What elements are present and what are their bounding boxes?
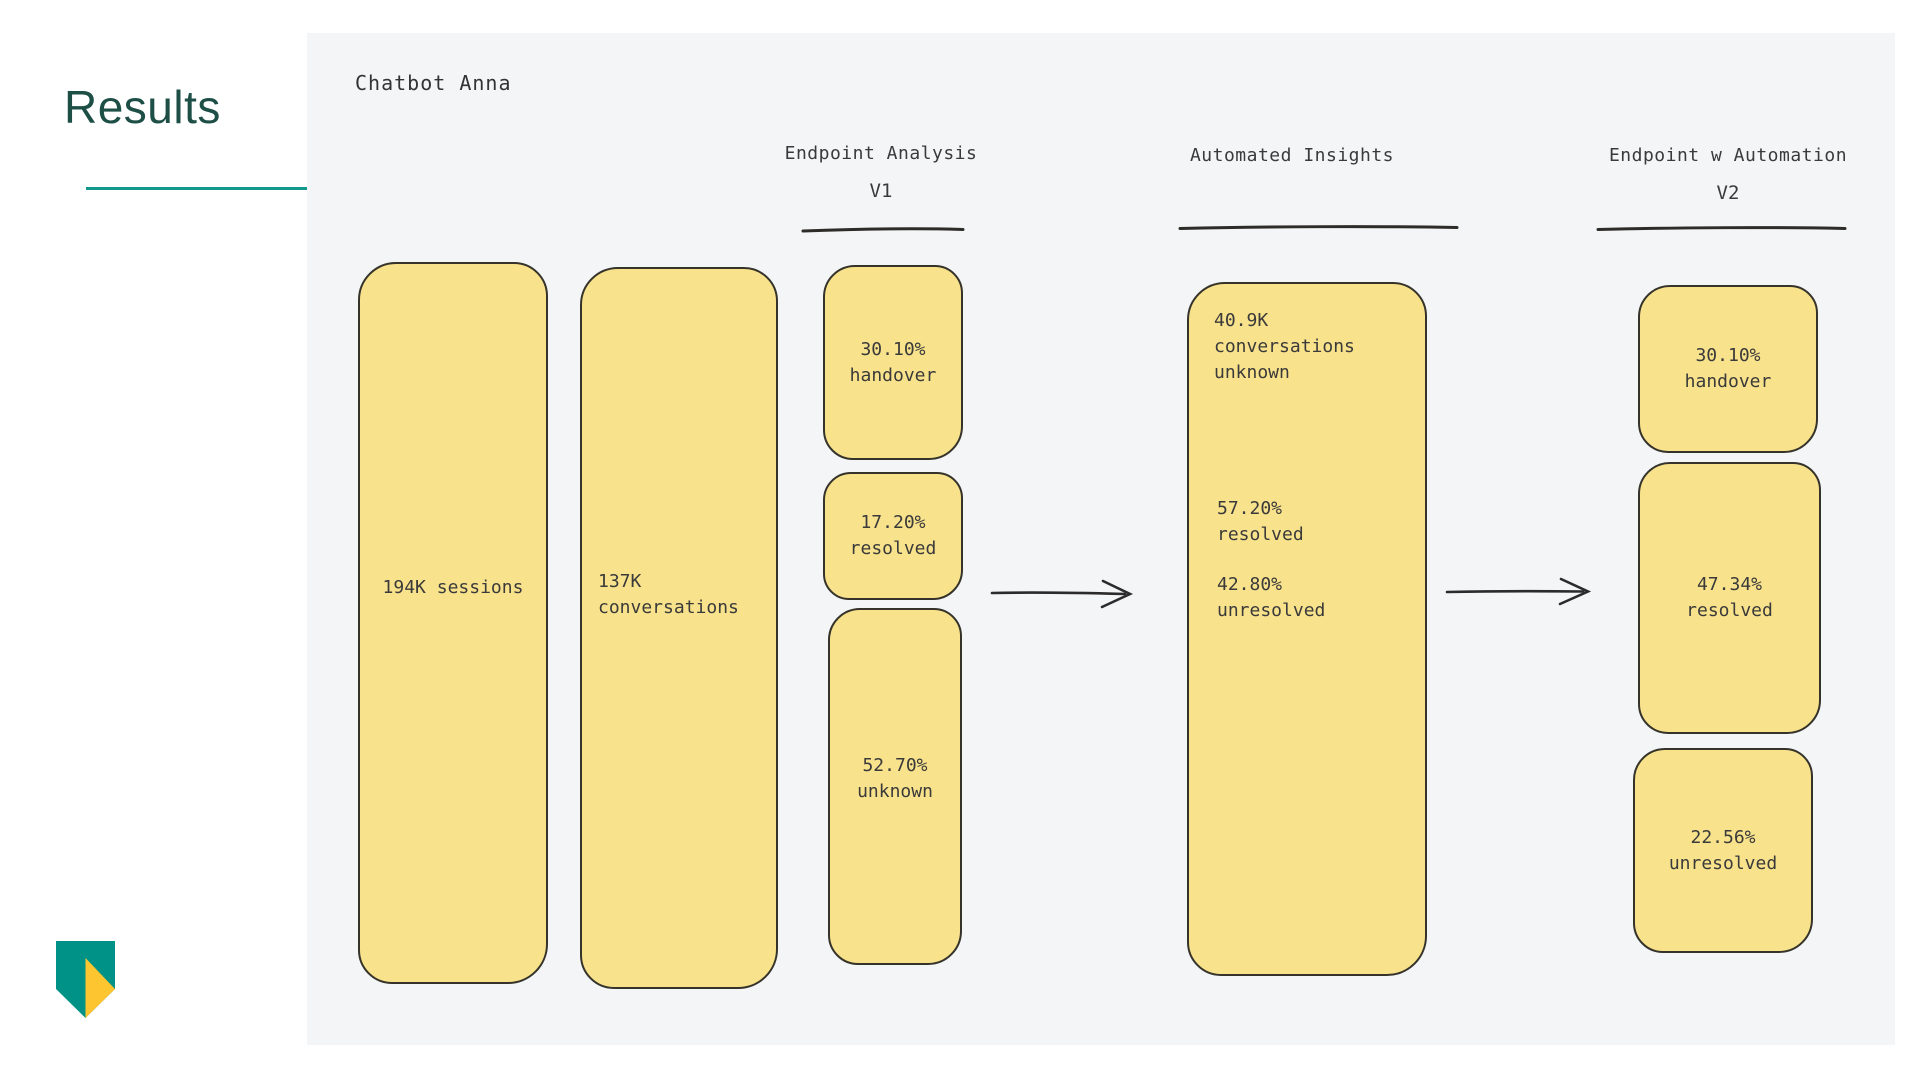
- box-conversations: 137K conversations: [580, 267, 778, 989]
- stage-header-endpoint-analysis: Endpoint Analysis V1: [731, 143, 1031, 202]
- arrow-1: [990, 591, 1127, 596]
- box-label: 22.56% unresolved: [1668, 826, 1778, 874]
- box-label: 137K conversations: [598, 571, 739, 618]
- stage-underline-v2: [1596, 226, 1847, 231]
- box-sessions: 194K sessions: [358, 262, 548, 984]
- box-label: 40.9K conversations unknown: [1214, 310, 1355, 383]
- box-label: 30.10% handover: [849, 338, 937, 386]
- stage-version: V1: [869, 180, 893, 202]
- title-underline: [86, 187, 310, 190]
- diagram-canvas: Chatbot Anna Endpoint Analysis V1 Automa…: [307, 33, 1895, 1045]
- stage-title: Endpoint w Automation: [1608, 145, 1848, 166]
- arrow-1-head: [1100, 579, 1134, 609]
- brand-logo: [56, 941, 115, 1018]
- box-label: 194K sessions: [382, 577, 524, 598]
- stage-title: Endpoint Analysis: [784, 143, 978, 164]
- diagram-title: Chatbot Anna: [355, 71, 512, 95]
- stage-underline-insights: [1178, 225, 1459, 230]
- stage-title: Automated Insights: [1189, 145, 1395, 166]
- box-label: 17.20% resolved: [849, 512, 937, 559]
- stage-underline-v1: [801, 227, 965, 233]
- arrow-2-head: [1558, 577, 1592, 606]
- box-v1-unknown: 52.70% unknown: [828, 608, 962, 965]
- stage-header-endpoint-w-automation: Endpoint w Automation V2: [1578, 145, 1878, 204]
- box-label: 47.34% resolved: [1686, 574, 1773, 621]
- box-label: 57.20% resolved: [1217, 498, 1304, 545]
- box-label: 42.80% unresolved: [1217, 574, 1326, 621]
- box-automated-insights: 40.9K conversations unknown 57.20% resol…: [1187, 282, 1427, 976]
- box-v2-resolved: 47.34% resolved: [1638, 462, 1821, 734]
- box-label: 30.10% handover: [1684, 345, 1772, 392]
- logo-triangle-shape: [85, 958, 115, 1018]
- box-v1-handover: 30.10% handover: [823, 265, 963, 460]
- slide-title: Results: [64, 81, 221, 133]
- box-v1-resolved: 17.20% resolved: [823, 472, 963, 600]
- stage-version: V2: [1716, 182, 1740, 204]
- stage-header-automated-insights: Automated Insights: [1142, 145, 1442, 182]
- arrow-2: [1445, 589, 1585, 594]
- box-v2-handover: 30.10% handover: [1638, 285, 1818, 453]
- box-label: 52.70% unknown: [857, 754, 933, 802]
- box-v2-unresolved: 22.56% unresolved: [1633, 748, 1813, 953]
